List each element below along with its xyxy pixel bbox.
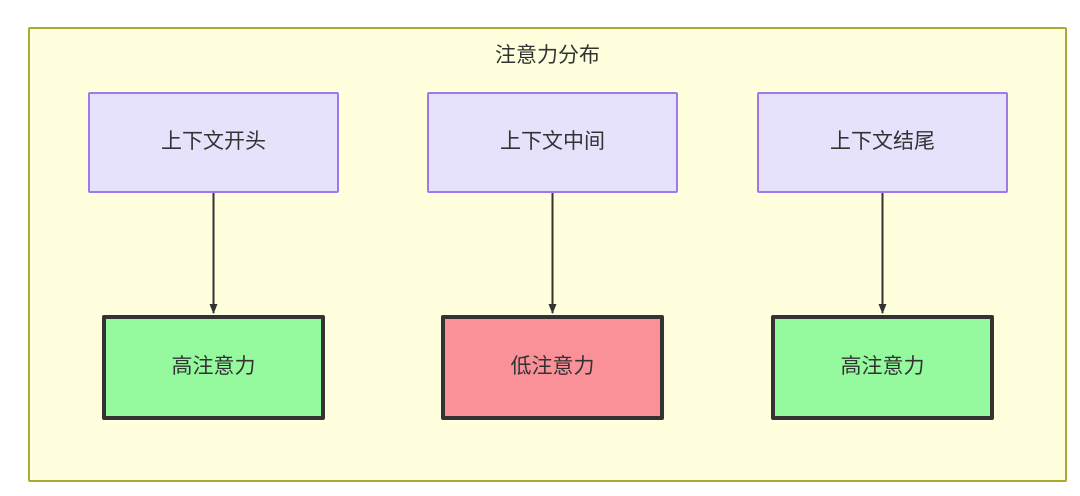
- node-context-start-label: 上下文开头: [161, 130, 266, 154]
- node-high-attention-start-label: 高注意力: [171, 355, 256, 379]
- node-high-attention-end[interactable]: 高注意力: [771, 315, 994, 420]
- node-low-attention-middle-label: 低注意力: [510, 355, 595, 379]
- node-low-attention-middle[interactable]: 低注意力: [441, 315, 664, 420]
- subgraph-title: 注意力分布: [495, 44, 600, 67]
- node-context-middle[interactable]: 上下文中间: [427, 92, 678, 193]
- node-high-attention-end-label: 高注意力: [840, 355, 925, 379]
- node-context-end-label: 上下文结尾: [830, 130, 935, 154]
- node-context-middle-label: 上下文中间: [500, 130, 605, 154]
- node-context-end[interactable]: 上下文结尾: [757, 92, 1008, 193]
- node-high-attention-start[interactable]: 高注意力: [102, 315, 325, 420]
- node-context-start[interactable]: 上下文开头: [88, 92, 339, 193]
